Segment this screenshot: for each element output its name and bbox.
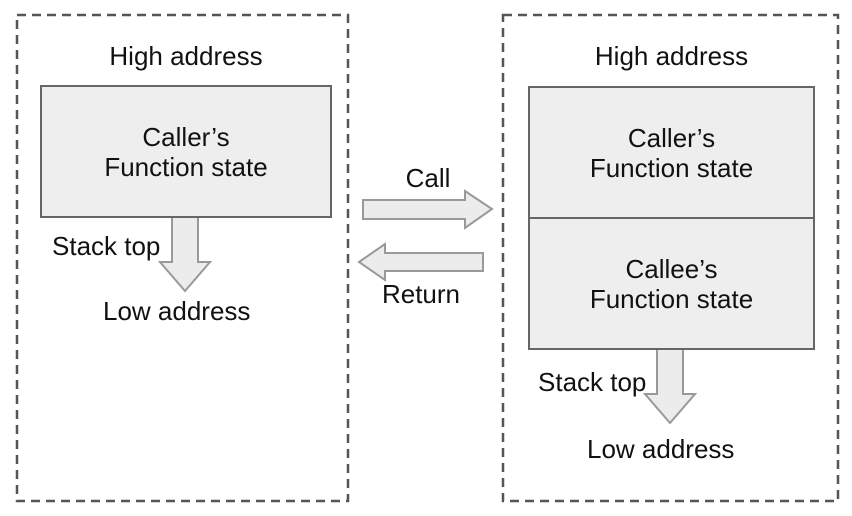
before-call-panel-border [15, 13, 350, 503]
frame-line1: Caller’s [142, 121, 230, 152]
right-high-address-label: High address [594, 41, 749, 71]
left-stack-top-label: Stack top [52, 231, 161, 261]
left-caller-frame-box: Caller’s Function state [40, 85, 332, 218]
frame-line2: Function state [589, 283, 754, 314]
right-stack-box: Caller’s Function state Callee’s Functio… [528, 86, 815, 350]
call-label: Call [405, 163, 451, 193]
left-high-address-label: High address [109, 41, 263, 71]
right-caller-frame-text: Caller’s Function state [590, 123, 753, 183]
right-callee-frame-box: Callee’s Function state [530, 217, 813, 348]
right-low-address-label: Low address [587, 434, 735, 464]
right-caller-frame-box: Caller’s Function state [530, 88, 813, 217]
right-stack-growth-arrow-icon [643, 348, 697, 426]
frame-line1: Callee’s [625, 253, 718, 284]
return-label: Return [381, 279, 461, 309]
right-callee-frame-text: Callee’s Function state [590, 254, 753, 314]
call-arrow-icon [362, 189, 494, 231]
frame-line2: Function state [589, 152, 754, 183]
frame-line1: Caller’s [627, 122, 716, 153]
left-caller-frame-text: Caller’s Function state [104, 122, 267, 182]
left-stack-growth-arrow-icon [158, 216, 212, 294]
left-low-address-label: Low address [103, 296, 251, 326]
after-call-panel-border [501, 13, 840, 503]
right-stack-top-label: Stack top [538, 367, 647, 397]
return-arrow-icon [357, 242, 485, 282]
frame-line2: Function state [104, 151, 268, 182]
